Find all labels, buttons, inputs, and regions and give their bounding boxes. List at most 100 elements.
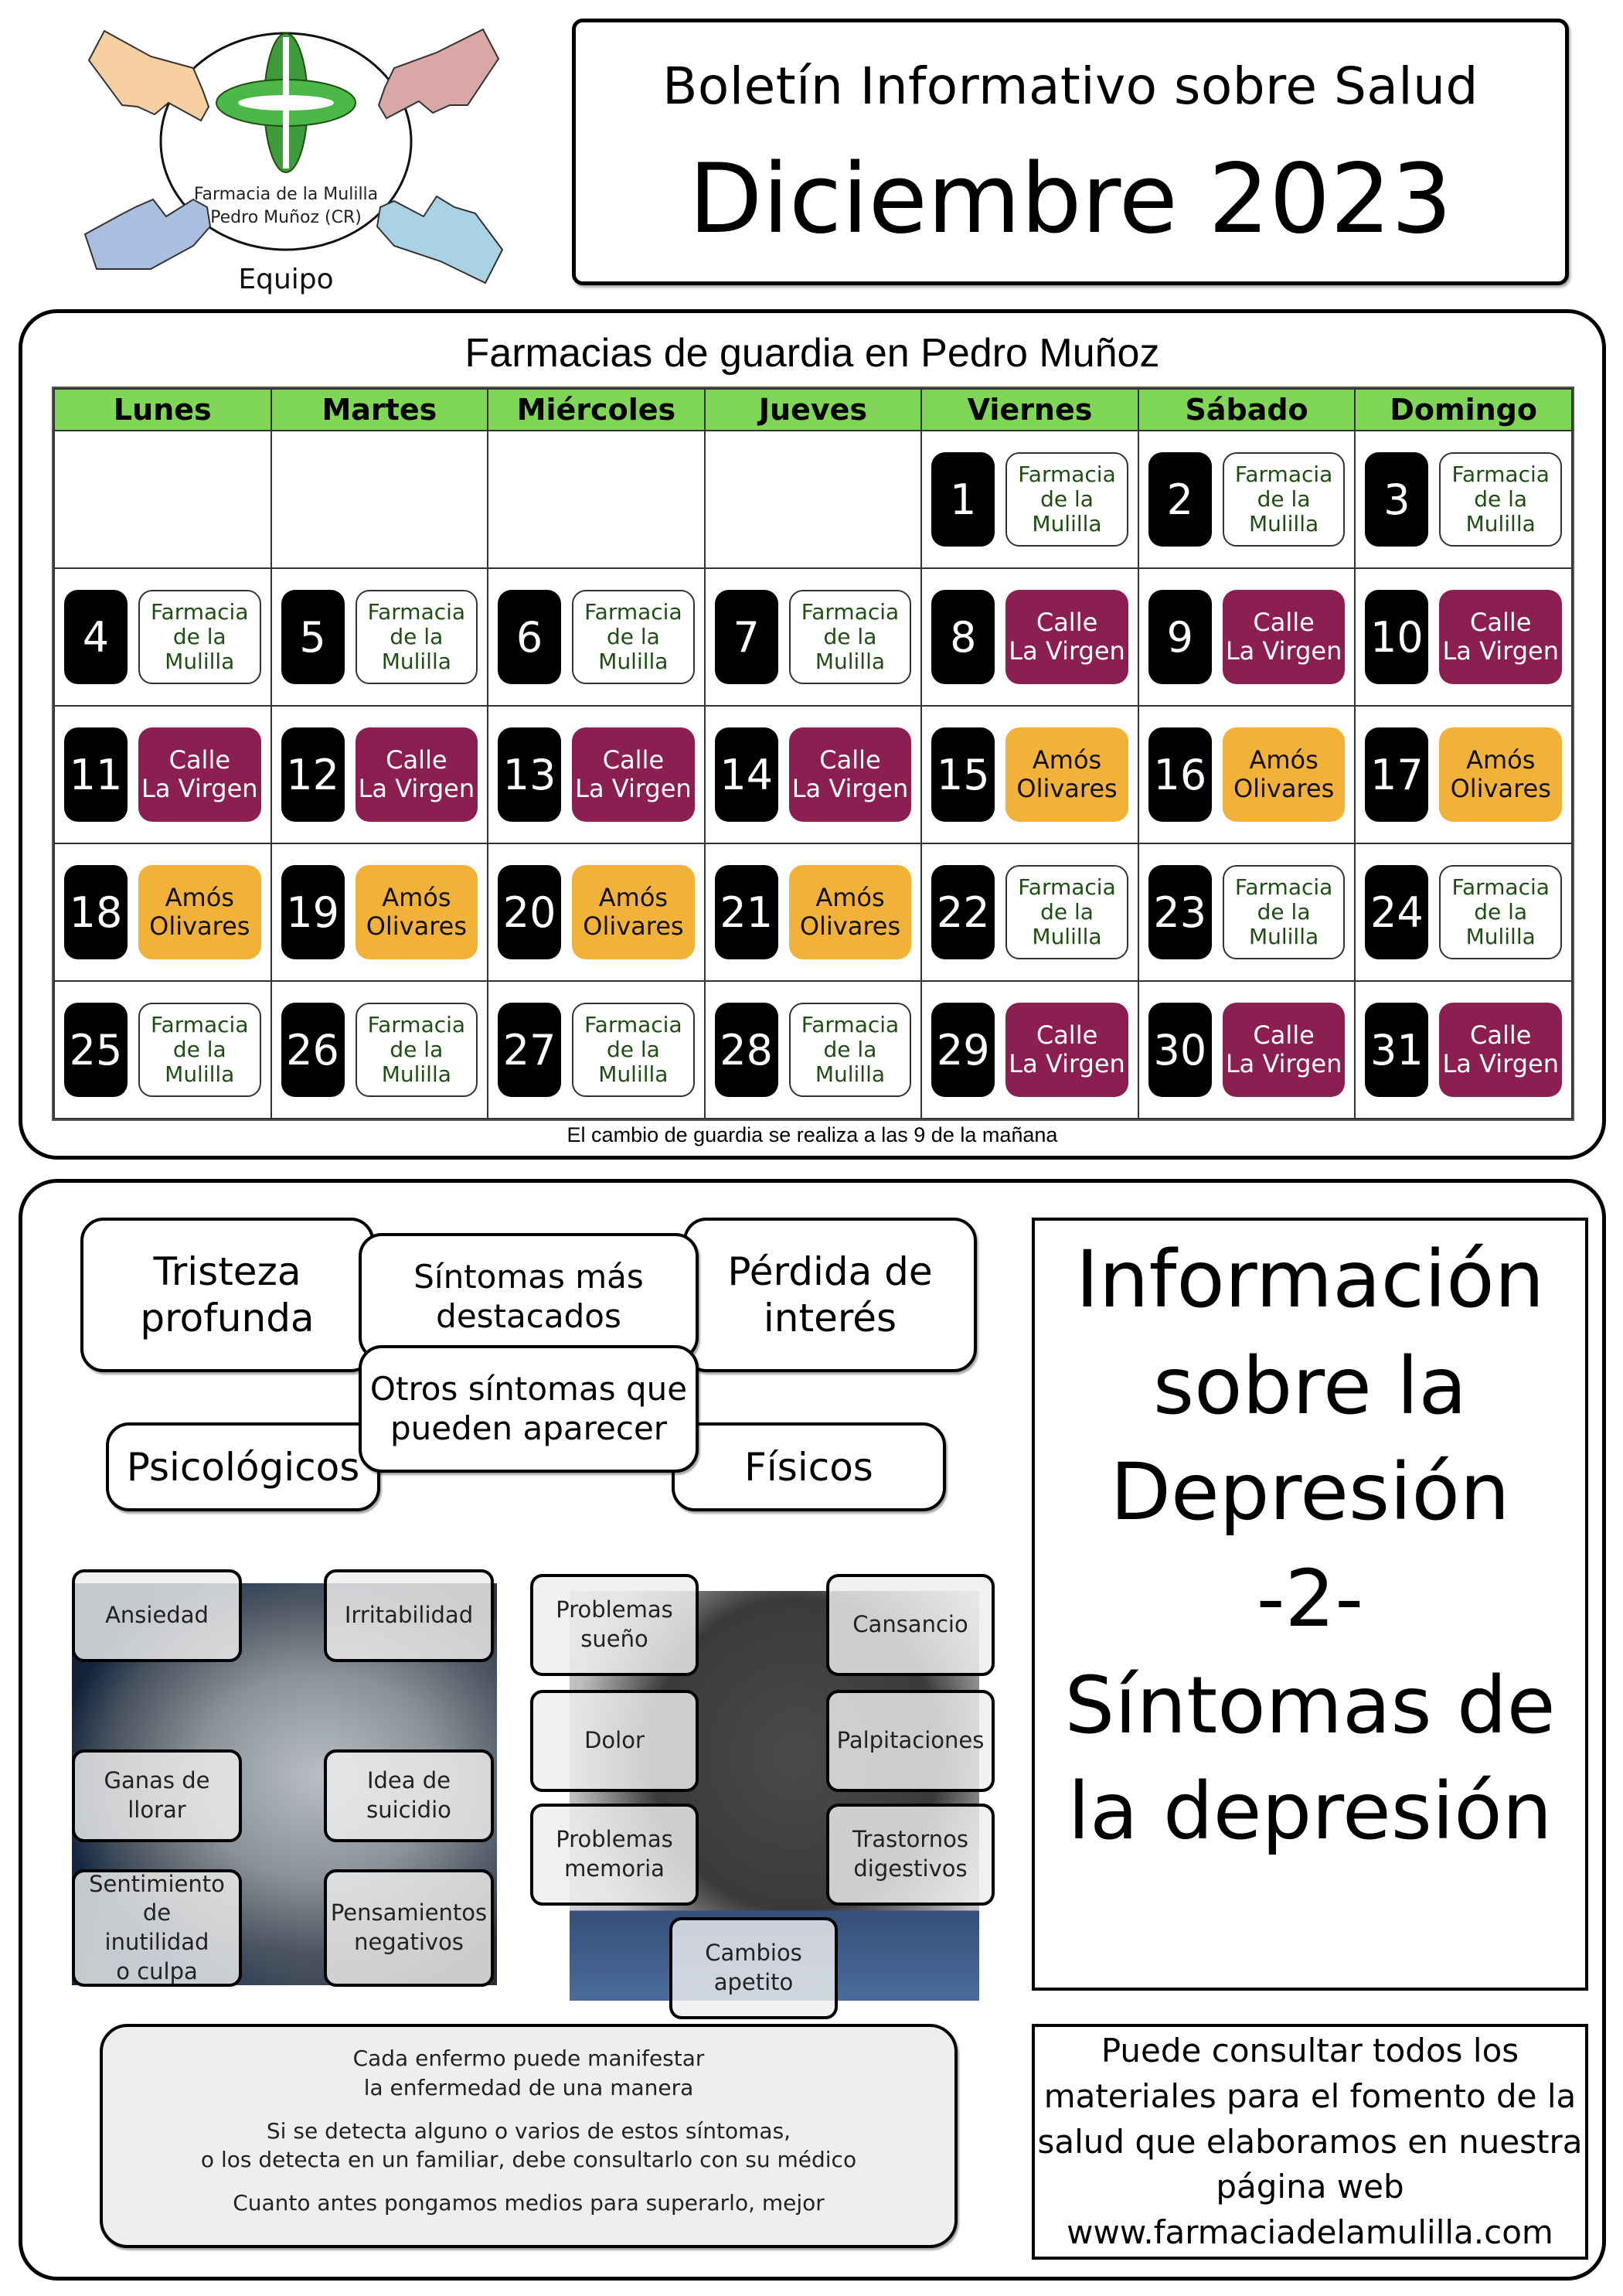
day-number: 3 [1365,452,1429,547]
day-number: 27 [498,1003,562,1097]
day-number: 15 [931,727,995,822]
day-number: 24 [1365,865,1429,959]
calendar-title: Farmacias de guardia en Pedro Muñoz [464,331,1160,376]
weekday-header: Martes [270,388,489,431]
svg-text:Farmacia de la Mulilla: Farmacia de la Mulilla [194,185,378,204]
day-number: 23 [1148,865,1212,959]
weekday-header: Sábado [1137,388,1356,431]
hand-top-left-icon [87,29,210,122]
day-number: 18 [64,865,128,959]
physical-symptom: Palpitaciones [826,1690,995,1792]
psychological-symptom: Idea de suicidio [324,1749,494,1842]
day-number: 19 [281,865,345,959]
website-link[interactable]: www.farmaciadelamulilla.com [1067,2213,1553,2252]
day-number: 8 [931,590,995,684]
psychological-label: Psicológicos [106,1422,380,1511]
bulletin-subtitle: Boletín Informativo sobre Salud [662,56,1478,116]
weekday-header: Viernes [920,388,1139,431]
day-number: 17 [1365,727,1429,822]
physical-label: Físicos [672,1422,946,1511]
physical-symptom: Cansancio [826,1574,995,1676]
calendar-empty-cell [703,430,923,569]
day-number: 28 [714,1003,778,1097]
topic-title-box: Información sobre la Depresión -2- Sínto… [1032,1218,1588,1991]
shift-change-note: El cambio de guardia se realiza a las 9 … [567,1123,1058,1146]
weekday-header: Lunes [53,388,272,431]
psychological-symptom: Ganas de llorar [72,1749,242,1842]
weekday-header: Jueves [703,388,923,431]
day-number: 31 [1365,1003,1429,1097]
day-number: 25 [64,1003,128,1097]
day-number: 29 [931,1003,995,1097]
weekday-header: Miércoles [487,388,706,431]
physical-symptom: Dolor [530,1690,699,1792]
day-number: 13 [498,727,562,822]
day-number: 22 [931,865,995,959]
calendar-empty-cell [270,430,489,569]
on-call-calendar-panel: Farmacias de guardia en Pedro Muñoz Lune… [19,309,1606,1160]
weekday-header: Domingo [1354,388,1573,431]
day-number: 4 [64,590,128,684]
day-number: 9 [1148,590,1212,684]
psychological-symptom: Irritabilidad [324,1569,494,1662]
calendar-empty-cell [487,430,706,569]
hand-bottom-right-icon [376,195,504,284]
